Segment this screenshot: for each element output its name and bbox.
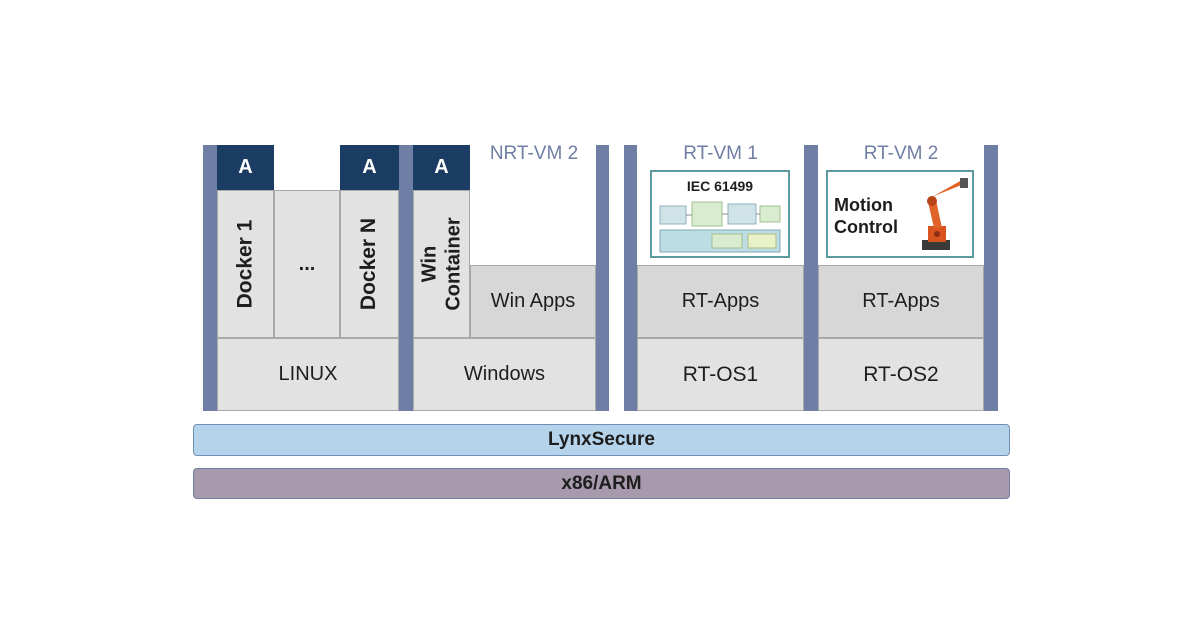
vm-divider — [596, 145, 609, 411]
win-container-line2: Container — [442, 217, 465, 311]
win-apps-cell: Win Apps — [470, 265, 596, 338]
vm-divider — [399, 145, 413, 411]
motion-control-line1: Motion — [834, 195, 893, 215]
windows-os-label: Windows — [463, 363, 546, 385]
vm-divider — [624, 145, 637, 411]
docker-1-label: Docker 1 — [233, 219, 257, 309]
rt-vm1-label: RT-VM 1 — [683, 143, 758, 164]
nrt-vm2-label: NRT-VM 2 — [489, 143, 579, 164]
function-block-diagram-icon — [659, 201, 781, 253]
vm-divider — [984, 145, 998, 411]
hypervisor-label: LynxSecure — [547, 429, 655, 450]
docker-ellipsis-label: ... — [298, 252, 316, 275]
docker-ellipsis-cell: ... — [274, 190, 340, 338]
motion-control-line2: Control — [834, 217, 898, 237]
linux-os-label: LINUX — [278, 363, 338, 385]
robot-arm-icon — [922, 178, 968, 250]
windows-os-cell: Windows — [413, 338, 596, 411]
docker-n-label: Docker N — [357, 217, 381, 311]
rt-os2-label: RT-OS2 — [863, 362, 939, 386]
iec-61499-image: IEC 61499 — [650, 170, 790, 258]
hardware-layer: x86/ARM — [193, 468, 1010, 499]
app-badge: A — [217, 145, 274, 190]
motion-control-image: Motion Control — [826, 170, 974, 258]
vm-divider — [203, 145, 217, 411]
rt-apps-2-label: RT-Apps — [862, 290, 940, 312]
rt-apps-1-label: RT-Apps — [681, 290, 760, 312]
app-badge: A — [340, 145, 399, 190]
rt-os2-cell: RT-OS2 — [818, 338, 984, 411]
docker-1-cell: Docker 1 — [217, 190, 274, 338]
linux-os-cell: LINUX — [217, 338, 399, 411]
app-badge: A — [413, 145, 470, 190]
win-container-line1: Win — [418, 245, 441, 283]
win-container-label: Win Container — [418, 217, 466, 310]
hypervisor-layer: LynxSecure — [193, 424, 1010, 456]
motion-control-title: Motion Control — [834, 194, 898, 238]
vm-divider — [804, 145, 818, 411]
win-container-cell: Win Container — [413, 190, 470, 338]
hardware-label: x86/ARM — [561, 472, 642, 494]
rt-apps-1-cell: RT-Apps — [637, 265, 804, 338]
rt-os1-label: RT-OS1 — [682, 362, 759, 386]
rt-apps-2-cell: RT-Apps — [818, 265, 984, 338]
docker-n-cell: Docker N — [340, 190, 399, 338]
win-apps-label: Win Apps — [490, 290, 576, 312]
rt-os1-cell: RT-OS1 — [637, 338, 804, 411]
iec-61499-title: IEC 61499 — [686, 178, 754, 194]
rt-vm2-label: RT-VM 2 — [863, 143, 939, 164]
